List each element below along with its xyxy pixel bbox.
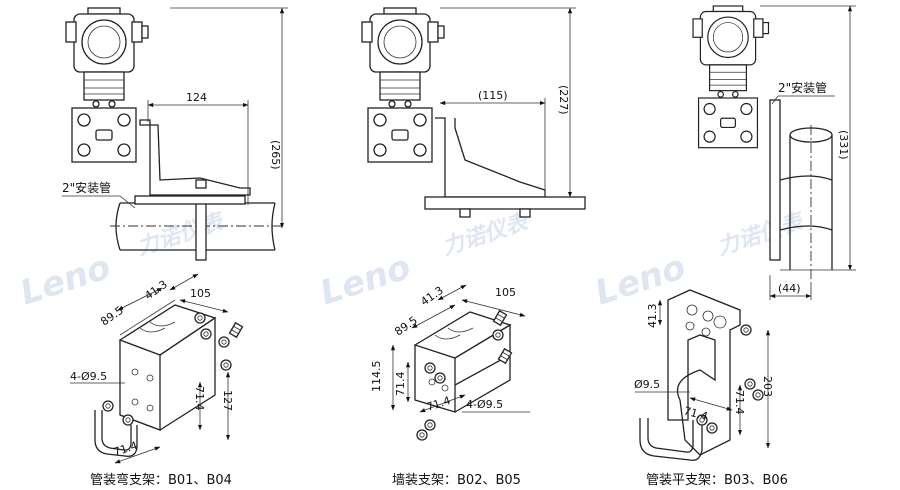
flat-bracket-side xyxy=(769,99,781,261)
panel-pipe-bend-bracket: 124 (265) 2"安装管 xyxy=(62,7,288,488)
bend-bracket-exploded xyxy=(94,304,244,457)
mounting-pipe-3 xyxy=(779,125,833,282)
caption-1: 管装弯支架：B01、B04 xyxy=(90,472,232,488)
pipe-label-1: 2"安装管 xyxy=(62,180,111,195)
dim-44: (44) xyxy=(778,282,801,295)
dim-71-4-c: 71.4 xyxy=(394,372,407,397)
bend-bracket-side xyxy=(139,119,251,196)
dim-71-4-d: 71.4 xyxy=(425,394,452,414)
pipe-label-3: 2"安装管 xyxy=(778,80,827,95)
dim-71-4-a: 71.4 xyxy=(193,386,206,411)
dim-89-5-b: 89.5 xyxy=(392,314,420,339)
svg-text:Leno: Leno xyxy=(590,247,690,314)
dim-105-b: 105 xyxy=(495,286,516,299)
svg-text:力诺仪表: 力诺仪表 xyxy=(714,209,808,261)
caption-2: 墙装支架：B02、B05 xyxy=(392,473,521,488)
dim-41-3-b: 41.3 xyxy=(418,284,446,309)
mounting-pipe-1 xyxy=(110,195,285,261)
dim-41-3-c: 41.3 xyxy=(646,304,659,329)
dim-127: 127 xyxy=(221,390,234,411)
dim-hole-c: Ø9.5 xyxy=(634,378,660,391)
wall-plate xyxy=(424,196,586,210)
dim-115: (115) xyxy=(478,89,508,102)
panel-wall-bracket: (115) (227) 89.5 41.3 105 114.5 xyxy=(361,7,586,488)
dim-105-a: 105 xyxy=(190,287,211,300)
caption-3: 管装平支架：B03、B06 xyxy=(646,473,788,488)
dim-203: 203 xyxy=(761,376,774,397)
wall-bracket-exploded xyxy=(413,310,513,441)
dim-71-4-f: 71.4 xyxy=(733,390,746,415)
dim-hole-b: 4-Ø9.5 xyxy=(466,398,503,411)
dim-71-4-e: 71.4 xyxy=(682,404,709,423)
dim-331: (331) xyxy=(837,130,850,160)
svg-text:力诺仪表: 力诺仪表 xyxy=(134,209,228,261)
dim-265: (265) xyxy=(269,140,282,170)
dim-227: (227) xyxy=(557,85,570,115)
panel-pipe-flat-bracket: 2"安装管 (331) (44) 41.3 Ø9.5 xyxy=(634,5,856,488)
dim-hole-a: 4-Ø9.5 xyxy=(70,370,107,383)
dim-41-3-a: 41.3 xyxy=(142,278,170,303)
dim-89-5-a: 89.5 xyxy=(98,304,126,329)
svg-text:Leno: Leno xyxy=(315,247,415,314)
dim-114-5: 114.5 xyxy=(370,361,383,393)
dim-124: 124 xyxy=(186,91,207,104)
svg-text:力诺仪表: 力诺仪表 xyxy=(439,209,533,261)
wall-bracket-side xyxy=(435,117,546,198)
transmitter-1 xyxy=(65,7,149,163)
transmitter-3 xyxy=(692,5,770,149)
transmitter-2 xyxy=(361,7,445,163)
svg-text:Leno: Leno xyxy=(15,247,115,314)
flat-bracket-exploded xyxy=(639,289,764,461)
